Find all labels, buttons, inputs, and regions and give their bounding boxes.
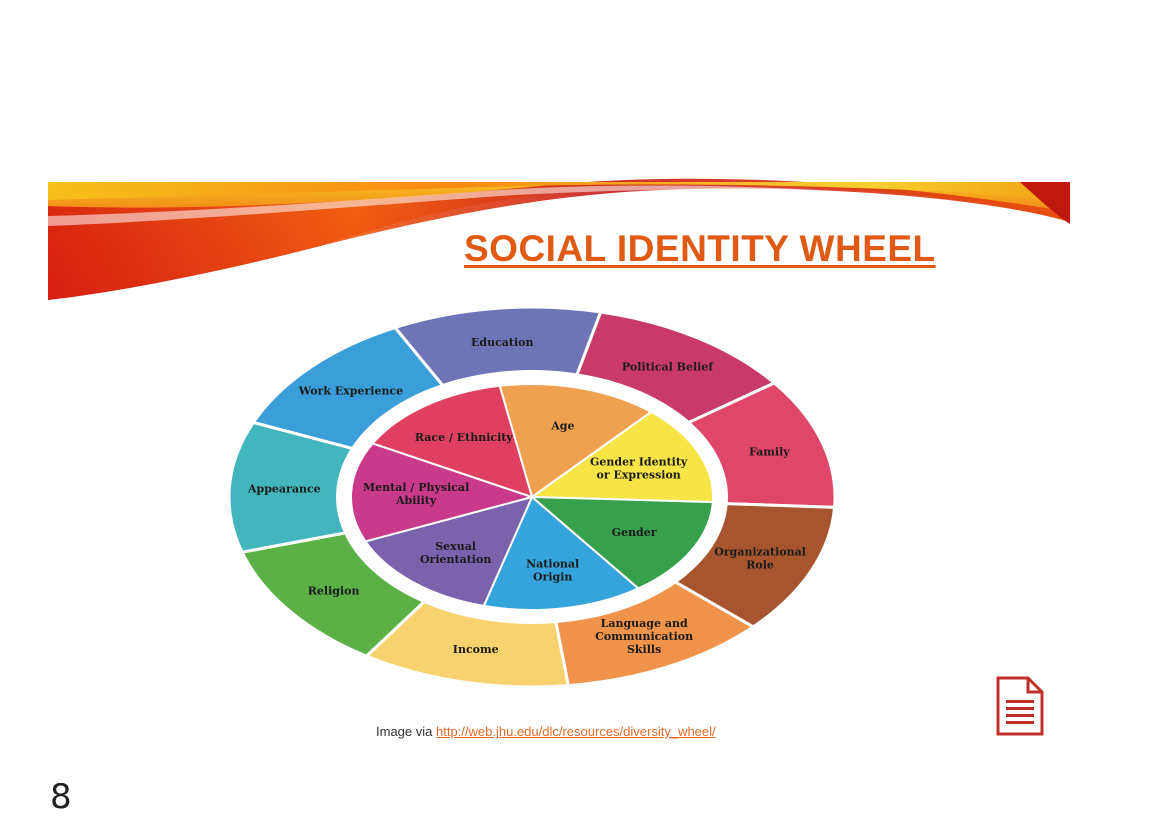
slide-number: 8 <box>50 777 72 817</box>
outer-label-appearance: Appearance <box>247 483 321 496</box>
outer-label-work-experience: Work Experience <box>298 384 403 397</box>
image-caption: Image via http://web.jhu.edu/dlc/resourc… <box>376 724 716 739</box>
inner-segment-gender <box>529 495 714 590</box>
outer-label-education: Education <box>471 336 534 349</box>
inner-segment-race-ethnicity <box>370 384 534 499</box>
banner-swoosh-yellow <box>48 182 1070 200</box>
outer-label-religion: Religion <box>308 585 360 598</box>
inner-segment-gender-identity-or-expression <box>528 410 714 504</box>
outer-label-income: Income <box>453 643 499 656</box>
decorative-banner <box>48 178 1070 300</box>
banner-tail <box>1020 182 1070 224</box>
inner-segment-sexual-orientation <box>363 495 534 608</box>
outer-label-family: Family <box>749 446 790 459</box>
document-icon[interactable] <box>994 676 1046 738</box>
inner-label-race-ethnicity: Race / Ethnicity <box>415 431 513 444</box>
inner-segment-national-origin <box>482 495 641 611</box>
document-icon-fold <box>1026 678 1042 694</box>
page-title: SOCIAL IDENTITY WHEEL <box>464 228 936 269</box>
inner-segment-age <box>498 383 654 499</box>
document-icon-outline <box>996 676 1044 736</box>
outer-label-political-belief: Political Belief <box>622 360 714 373</box>
inner-ring <box>350 383 714 611</box>
banner-highlight <box>48 185 820 226</box>
inner-segment-mental-physical-ability <box>350 442 536 543</box>
caption-prefix: Image via <box>376 724 433 739</box>
source-link[interactable]: http://web.jhu.edu/dlc/resources/diversi… <box>436 724 716 739</box>
document-icon-lines <box>1006 700 1034 724</box>
inner-label-gender: Gender <box>612 526 657 539</box>
inner-label-age: Age <box>550 420 574 433</box>
